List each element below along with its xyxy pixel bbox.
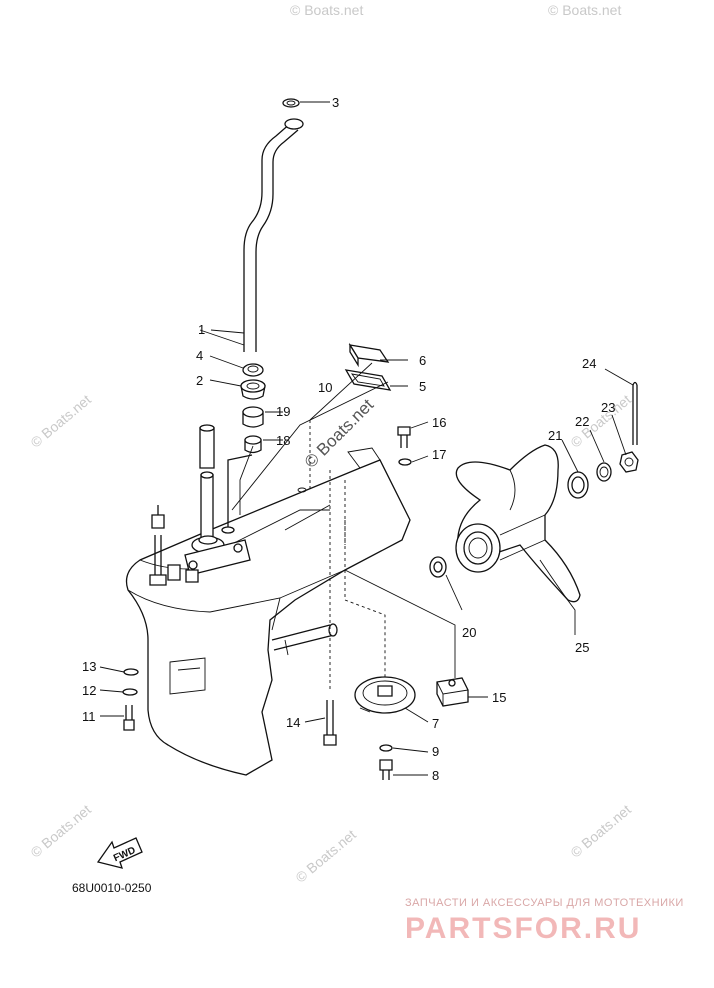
leader-lines — [199, 329, 456, 690]
callout-6: 6 — [419, 353, 426, 368]
callout-21: 21 — [548, 428, 562, 443]
anode-assembly — [354, 676, 416, 780]
callout-22: 22 — [575, 414, 589, 429]
callout-12: 12 — [82, 683, 96, 698]
callout-labels: 1 2 3 4 5 6 7 8 9 10 11 12 13 14 15 16 1… — [82, 95, 615, 783]
water-tube — [243, 98, 304, 352]
watermark-center: © Boats.net — [301, 395, 378, 472]
callout-24: 24 — [582, 356, 596, 371]
bolt-14 — [323, 700, 337, 746]
callout-14: 14 — [286, 715, 300, 730]
callout-18: 18 — [276, 433, 290, 448]
callout-19: 19 — [276, 404, 290, 419]
watermark-top-right: © Boats.net — [548, 2, 621, 18]
callout-13: 13 — [82, 659, 96, 674]
callout-15: 15 — [492, 690, 506, 705]
thrust-washer — [429, 556, 463, 611]
callout-4: 4 — [196, 348, 203, 363]
callout-9: 9 — [432, 744, 439, 759]
seal-stack — [240, 363, 266, 454]
brand-tagline: ЗАПЧАСТИ И АКСЕССУАРЫ ДЛЯ МОТОТЕХНИКИ — [405, 897, 684, 909]
callout-10: 10 — [318, 380, 332, 395]
watermarks: © Boats.net © Boats.net © Boats.net © Bo… — [27, 2, 634, 886]
callout-2: 2 — [196, 373, 203, 388]
callout-8: 8 — [432, 768, 439, 783]
bolts-left — [122, 668, 139, 731]
lower-unit-housing — [125, 447, 411, 776]
fwd-arrow-icon: FWD — [96, 837, 143, 869]
callout-23: 23 — [601, 400, 615, 415]
watermark-top-center: © Boats.net — [290, 2, 363, 18]
callout-25: 25 — [575, 640, 589, 655]
prop-hardware — [567, 381, 639, 499]
callout-1: 1 — [198, 322, 205, 337]
diagram-code: 68U0010-0250 — [72, 881, 152, 895]
watermark-bottom-right: © Boats.net — [567, 801, 634, 860]
cover-plates — [344, 342, 392, 391]
callout-17: 17 — [432, 447, 446, 462]
callout-lines — [99, 101, 634, 776]
bolt-16 — [397, 426, 412, 466]
watermark-left: © Boats.net — [27, 391, 94, 450]
brand-logo: ЗАПЧАСТИ И АКСЕССУАРЫ ДЛЯ МОТОТЕХНИКИ PA… — [405, 897, 684, 945]
callout-16: 16 — [432, 415, 446, 430]
callout-11: 11 — [82, 709, 96, 724]
propeller — [455, 444, 581, 635]
shift-rod — [149, 505, 199, 586]
callout-7: 7 — [432, 716, 439, 731]
callout-5: 5 — [419, 379, 426, 394]
watermark-bottom-left: © Boats.net — [27, 801, 94, 860]
anode-block — [436, 677, 469, 707]
callout-20: 20 — [462, 625, 476, 640]
drive-shaft — [184, 424, 253, 576]
watermark-bottom-center: © Boats.net — [292, 826, 359, 885]
brand-name: PARTSFOR.RU — [405, 912, 641, 945]
callout-3: 3 — [332, 95, 339, 110]
